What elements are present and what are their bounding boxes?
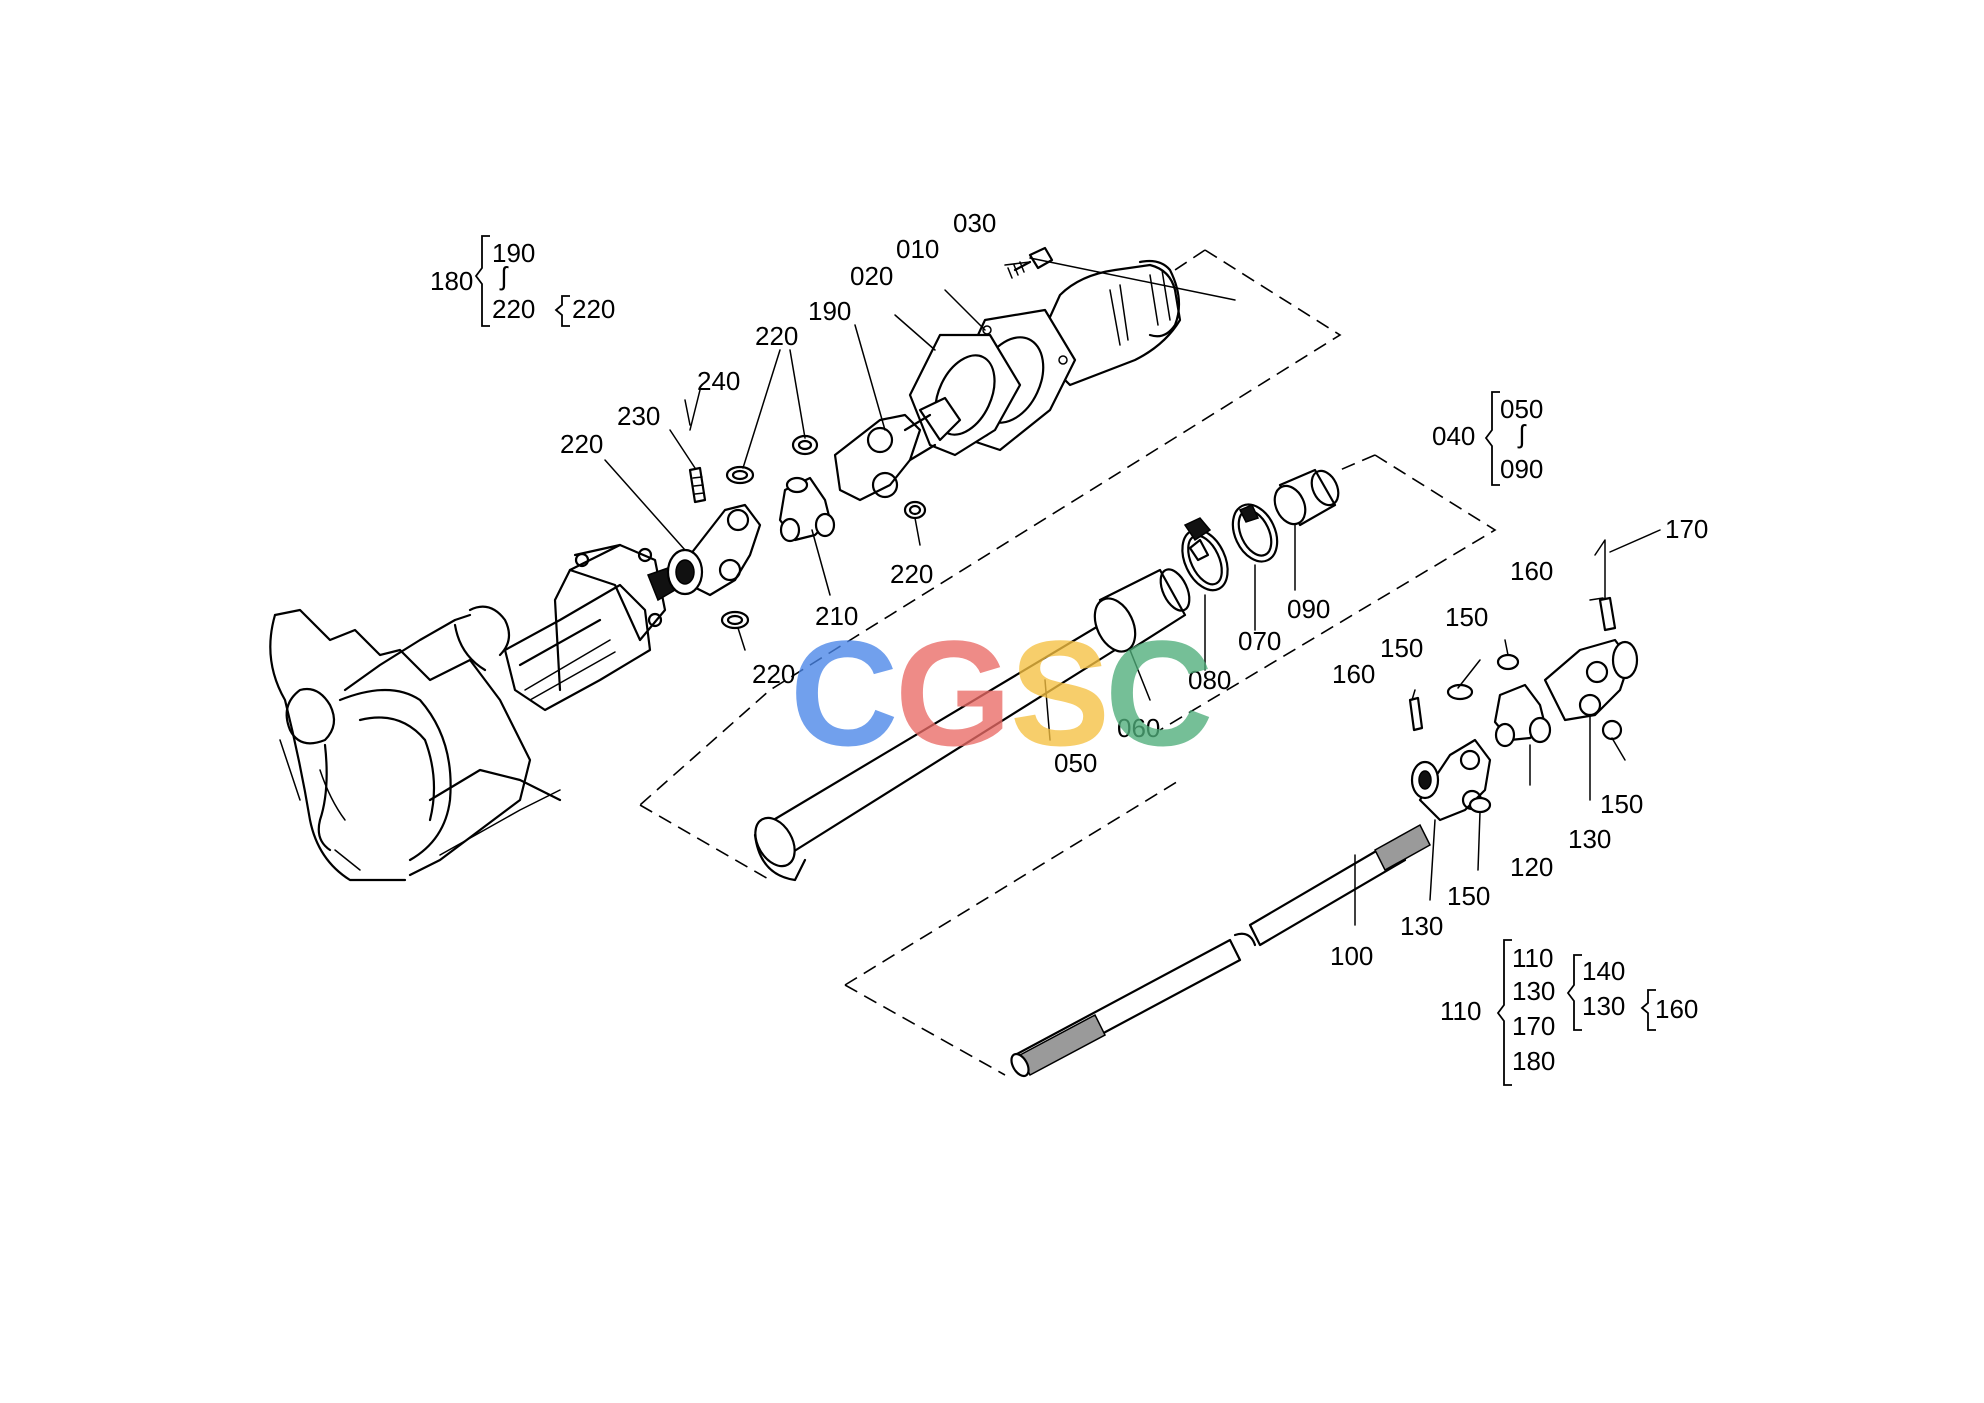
callout-230: 230 [617,401,660,431]
callout-140-group: 130 [1582,991,1625,1021]
middle-tube-assembly [753,454,1497,882]
callout-200: 220 [560,429,603,459]
callout-150-group: 160 [1655,994,1698,1024]
callout-090: 090 [1287,594,1330,624]
transmission-housing [269,543,676,882]
callout-190: 190 [808,296,851,326]
callout-110-group: 110 [1512,943,1553,973]
callout-150-c: 150 [1600,789,1643,819]
callout-050: 050 [1054,748,1097,778]
callout-150-d: 150 [1447,881,1490,911]
callout-160-group: 170 [1512,1011,1555,1041]
lower-shaft-assembly [844,596,1639,1078]
svg-text:ʃ: ʃ [499,261,509,291]
callout-190-group: 190 [492,238,535,268]
callout-220-top: 220 [755,321,798,351]
callout-170-group: 180 [1512,1046,1555,1076]
callout-150-a: 150 [1445,602,1488,632]
callout-040: 040 [1432,421,1475,451]
watermark-logo: C G S C [790,609,1213,777]
callout-180: 180 [430,266,473,296]
callout-240: 240 [697,366,740,396]
callout-140: 120 [1510,852,1553,882]
watermark-letter-2: G [895,609,1012,777]
callout-080: 080 [1188,665,1231,695]
callout-210-group: 220 [492,294,535,324]
callout-120-group: 130 [1512,976,1555,1006]
callout-170: 170 [1665,514,1708,544]
callout-150-b: 150 [1380,633,1423,663]
callout-130-group: 140 [1582,956,1625,986]
svg-text:ʃ: ʃ [1517,419,1527,449]
callout-220-group: 220 [572,294,615,324]
callout-100: 110 [1440,996,1481,1026]
callout-090-group: 090 [1500,454,1543,484]
watermark-letter-4: C [1105,609,1213,777]
callout-130-lower: 130 [1400,911,1443,941]
watermark-letter-1: C [790,609,898,777]
callout-labels: 030 010 020 190 220 240 230 220 220 210 … [430,208,1708,1086]
callout-210: 210 [815,601,858,631]
callout-220-bottom: 220 [752,659,795,689]
callout-070: 070 [1238,626,1281,656]
callout-050-group: 050 [1500,394,1543,424]
callout-160-lower: 160 [1332,659,1375,689]
callout-110: 100 [1330,941,1373,971]
callout-060: 060 [1117,713,1160,743]
callout-020: 020 [850,261,893,291]
callout-220-right: 220 [890,559,933,589]
callout-160-upper: 160 [1510,556,1553,586]
watermark-letter-3: S [1010,609,1110,777]
callout-010: 010 [896,234,939,264]
callout-030: 030 [953,208,996,238]
upper-shaft-assembly [639,246,1342,881]
leader-lines [604,257,1661,926]
callout-130-upper: 130 [1568,824,1611,854]
